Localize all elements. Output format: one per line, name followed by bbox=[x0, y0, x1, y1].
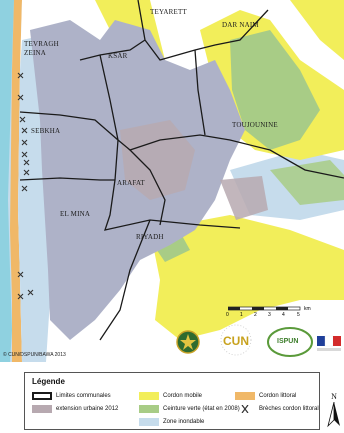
north-arrow-icon bbox=[327, 402, 340, 428]
scale-tick-2: 2 bbox=[254, 312, 257, 318]
swatch-coastal-dune bbox=[235, 392, 255, 400]
breaches-coastal-dune bbox=[17, 72, 34, 300]
mobile-dune-south bbox=[150, 215, 344, 340]
label-toujounine: TOUJOUNINE bbox=[232, 121, 278, 129]
map-credit: © CUN/DSPUN/BAWA 2013 bbox=[3, 352, 66, 358]
swatch-communal-limits bbox=[32, 392, 52, 400]
label-riyadh: RIYADH bbox=[136, 233, 164, 241]
scale-unit: km bbox=[304, 306, 311, 312]
green-belt-east bbox=[270, 160, 344, 205]
swatch-breach-cross-icon bbox=[239, 404, 251, 414]
scale-tick-5: 5 bbox=[297, 312, 300, 318]
swatch-urban-extension bbox=[32, 405, 52, 413]
north-arrow: N bbox=[326, 392, 342, 428]
map-canvas[interactable]: TEYARETT DAR NAIM TEVRAGH ZEINA KSAR TOU… bbox=[0, 0, 344, 362]
scale-tick-1: 1 bbox=[240, 312, 243, 318]
scale-tick-0: 0 bbox=[226, 312, 229, 318]
flag-blue bbox=[317, 336, 325, 346]
mobile-dune-northeast bbox=[290, 0, 344, 60]
swatch-mobile-dune bbox=[139, 392, 159, 400]
swatch-floodable-zone bbox=[139, 418, 159, 426]
cun-logo-text: CUN bbox=[223, 334, 249, 348]
label-arafat: ARAFAT bbox=[117, 179, 145, 187]
swatch-green-belt bbox=[139, 405, 159, 413]
scale-tick-4: 4 bbox=[282, 312, 285, 318]
sea bbox=[0, 0, 14, 362]
scale-bar: 0 1 2 3 4 5 km bbox=[226, 306, 324, 322]
coastal-dune bbox=[10, 0, 22, 362]
logo-strip: CUN ISPUN bbox=[176, 322, 344, 360]
ispun-logo-text: ISPUN bbox=[277, 338, 299, 345]
green-belt-north bbox=[230, 30, 320, 150]
label-tevragh-zeina-line1: TEVRAGH bbox=[24, 40, 59, 48]
urban-extension-center bbox=[120, 120, 195, 200]
north-letter: N bbox=[331, 392, 337, 401]
ispun-logo-ring bbox=[267, 327, 313, 357]
label-sebkha: SEBKHA bbox=[31, 127, 61, 135]
label-dar-naim: DAR NAIM bbox=[222, 21, 259, 29]
cun-logo-ring bbox=[220, 324, 252, 356]
legend-panel: Légende Limites communales Cordon mobile… bbox=[24, 372, 320, 430]
legend-title: Légende bbox=[32, 377, 65, 386]
label-tevragh-zeina-line2: ZEINA bbox=[24, 49, 46, 57]
urban-extension-east bbox=[220, 176, 268, 220]
label-el-mina: EL MINA bbox=[60, 210, 91, 218]
communal-boundaries bbox=[19, 0, 344, 341]
label-ksar: KSAR bbox=[108, 52, 128, 60]
scale-tick-3: 3 bbox=[268, 312, 271, 318]
label-teyarett: TEYARETT bbox=[150, 8, 187, 16]
map-svg bbox=[0, 0, 344, 362]
